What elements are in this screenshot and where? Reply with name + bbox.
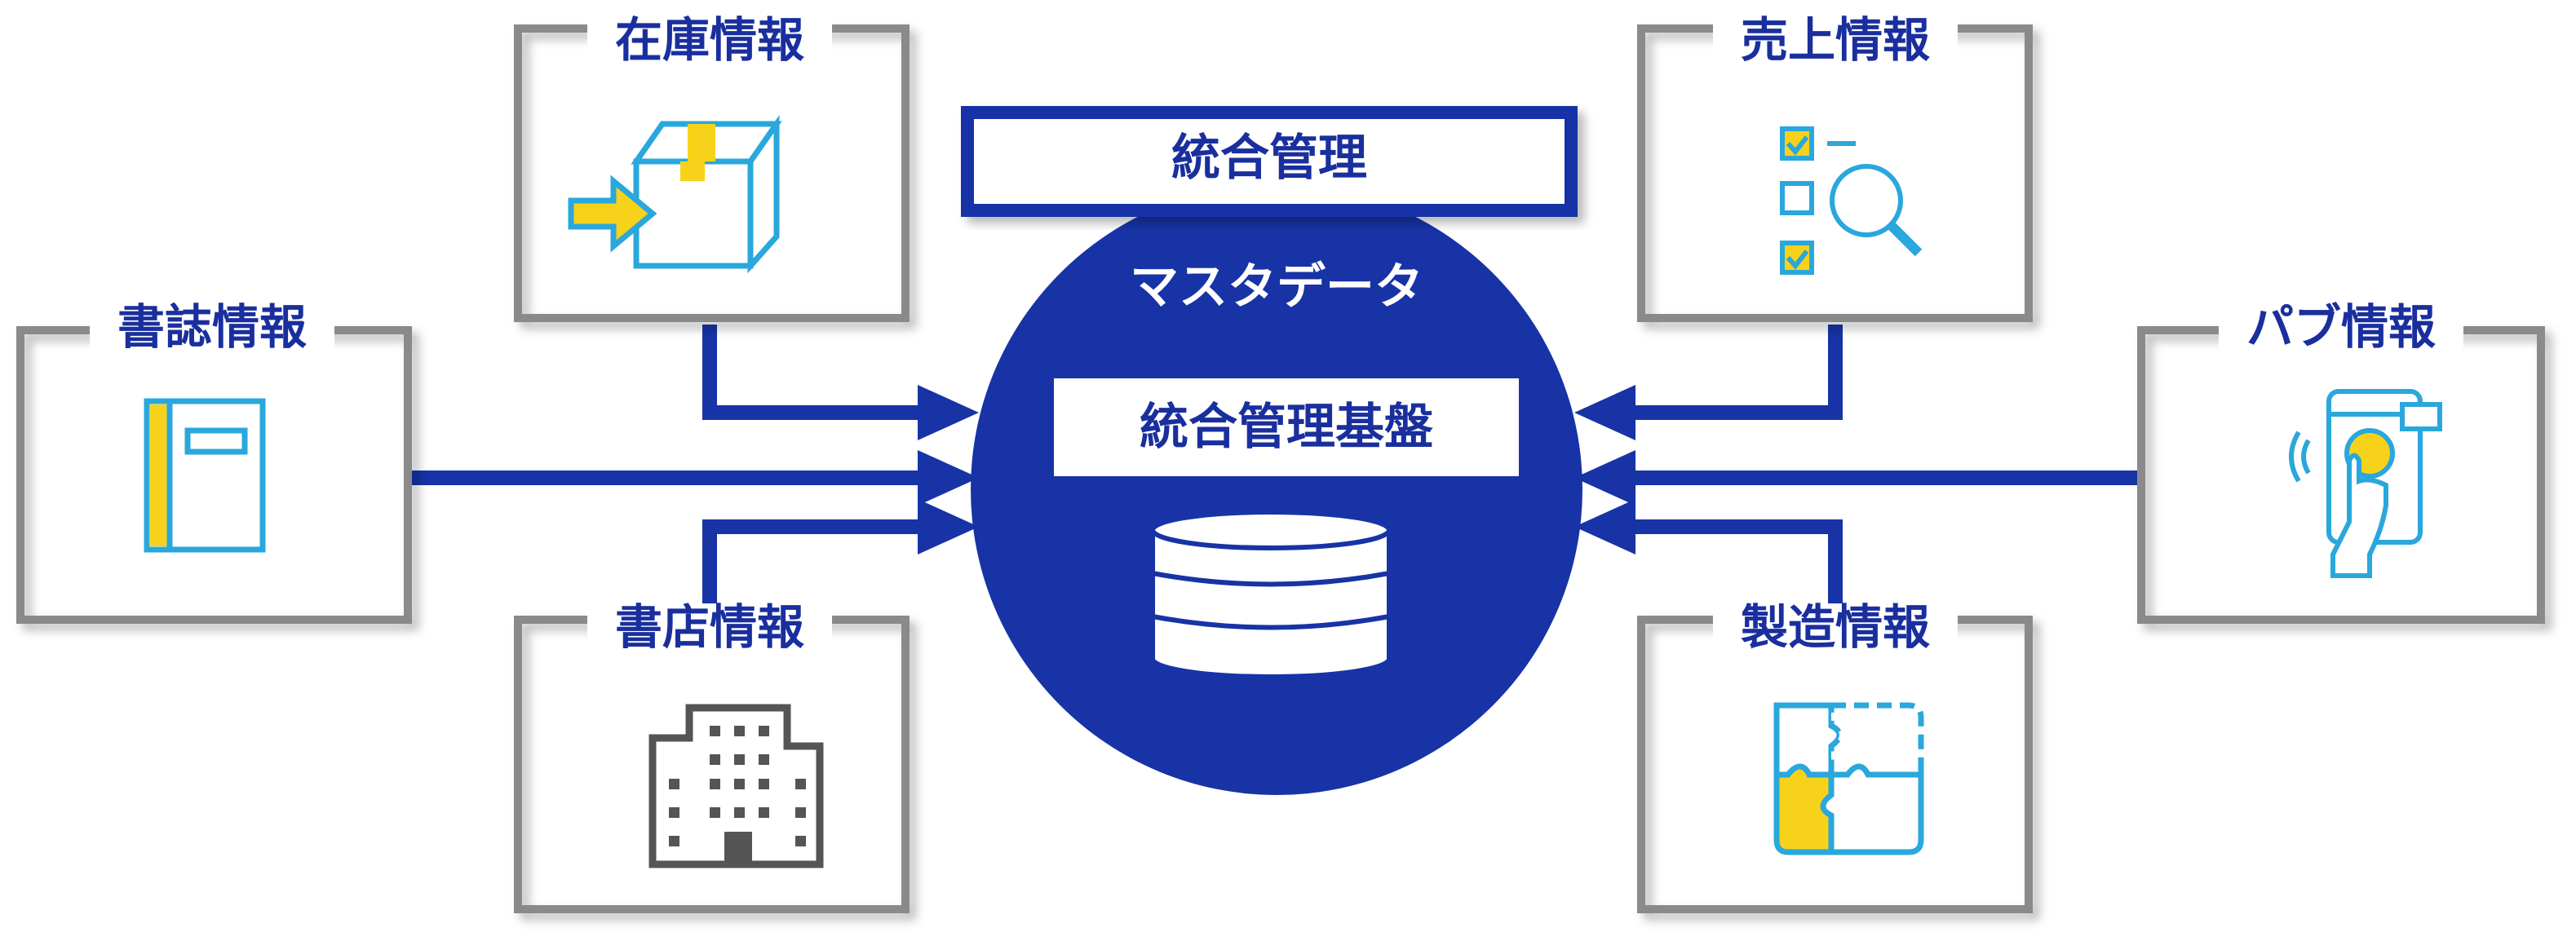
book-icon bbox=[144, 398, 266, 553]
master-data-circle bbox=[971, 183, 1582, 795]
puzzle-icon bbox=[1773, 702, 1924, 855]
frame-sales bbox=[1637, 24, 2033, 322]
connector-bookstore bbox=[702, 519, 922, 613]
node-label-bookstore: 書店情報 bbox=[587, 603, 832, 651]
arrowhead-sales bbox=[1574, 385, 1635, 440]
circle-title: マスタデータ bbox=[1130, 258, 1423, 316]
platform-label: 統合管理基盤 bbox=[1140, 399, 1433, 456]
connectors bbox=[412, 325, 2137, 613]
node-label-bibliographic: 書誌情報 bbox=[90, 303, 334, 351]
arrowhead-inventory bbox=[918, 385, 979, 440]
platform-box bbox=[1054, 378, 1519, 476]
arrowhead-manufacturing bbox=[1574, 499, 1635, 554]
node-label-pub: パブ情報 bbox=[2219, 303, 2463, 351]
connector-sales bbox=[1631, 325, 1843, 420]
node-label-manufacturing: 製造情報 bbox=[1713, 603, 1958, 651]
arrowhead-bibliographic bbox=[918, 450, 979, 506]
node-label-inventory: 在庫情報 bbox=[587, 16, 832, 64]
connector-manufacturing bbox=[1631, 519, 1843, 613]
header-label: 統合管理 bbox=[1171, 130, 1367, 187]
checklist-magnifier-icon bbox=[1780, 126, 1923, 275]
arrowheads bbox=[918, 385, 1635, 554]
database-icon bbox=[1150, 510, 1392, 679]
node-label-sales: 売上情報 bbox=[1713, 16, 1958, 64]
smartphone-touch-icon bbox=[2289, 389, 2442, 578]
arrowhead-bookstore bbox=[918, 499, 979, 554]
arrowhead-pub bbox=[1574, 450, 1635, 506]
building-icon bbox=[648, 704, 824, 868]
header-box bbox=[961, 106, 1578, 217]
box-arrow-icon bbox=[568, 114, 782, 274]
connector-inventory bbox=[702, 325, 922, 420]
